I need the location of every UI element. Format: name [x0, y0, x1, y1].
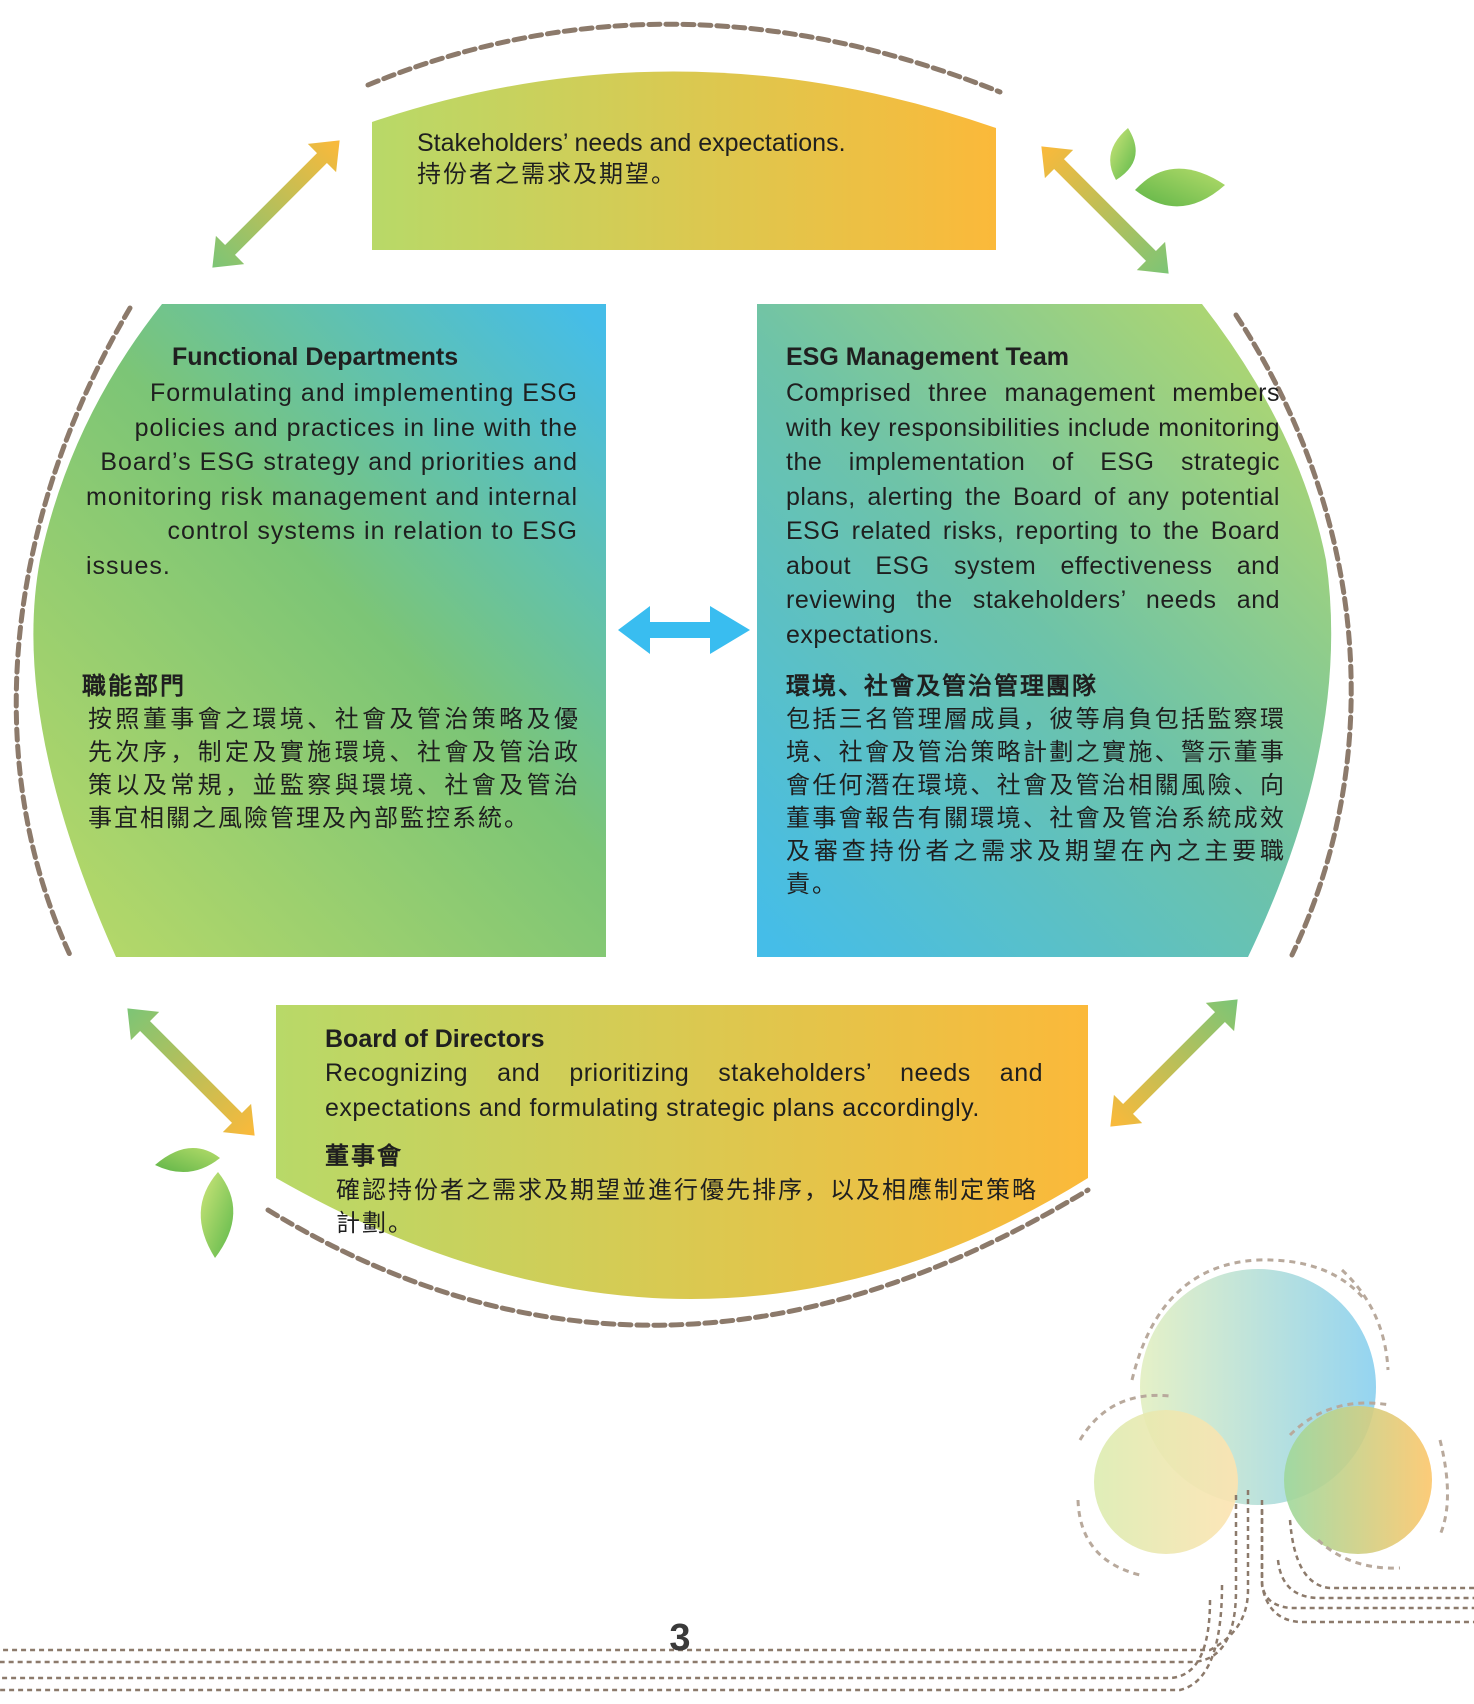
- outer-arc-top: [365, 21, 1003, 95]
- left-quadrant-box: [33, 304, 607, 957]
- top-box-chinese-text: 持份者之需求及期望。: [417, 160, 677, 188]
- board-of-directors-title-chinese: 董事會: [325, 1142, 403, 1170]
- outer-arc-left: [13, 305, 133, 958]
- esg-management-team-title-chinese: 環境、社會及管治管理團隊: [786, 672, 1098, 700]
- board-of-directors-description-chinese: 確認持份者之需求及期望並進行優先排序，以及相應制定策略計劃。: [336, 1176, 1038, 1237]
- page-number: 3: [669, 1617, 691, 1659]
- functional-departments-title-chinese: 職能部門: [82, 672, 186, 700]
- top-box-english-text: Stakeholders’ needs and expectations.: [417, 129, 846, 157]
- right-quadrant-box: [757, 304, 1332, 957]
- decorative-circles: [0, 1258, 1474, 1692]
- arrow-bottom-left: [127, 1008, 255, 1136]
- functional-departments-description-chinese: 按照董事會之環境、社會及管治策略及優先次序，制定及實施環境、社會及管治政策以及常…: [88, 705, 580, 832]
- leaf-icon-bottom-left: [155, 1148, 234, 1258]
- arrow-top-right: [1041, 146, 1169, 274]
- functional-departments-title: Functional Departments: [172, 343, 459, 371]
- board-of-directors-title: Board of Directors: [325, 1025, 545, 1053]
- esg-management-team-description: Comprised three management members with …: [786, 379, 1280, 649]
- arrow-top-left: [212, 140, 340, 268]
- esg-management-team-title: ESG Management Team: [786, 343, 1069, 371]
- bottom-box: [276, 1005, 1088, 1299]
- top-box: [372, 71, 996, 250]
- center-double-arrow: [618, 606, 750, 654]
- board-of-directors-description: Recognizing and prioritizing stakeholder…: [325, 1059, 1043, 1122]
- arrow-bottom-right: [1110, 999, 1238, 1127]
- esg-management-team-description-chinese: 包括三名管理層成員，彼等肩負包括監察環境、社會及管治策略計劃之實施、警示董事會任…: [786, 705, 1286, 898]
- outer-arc-bottom: [265, 1187, 1091, 1328]
- functional-departments-description: Formulating and implementing ESG policie…: [86, 379, 579, 580]
- leaf-icon-top-right: [1110, 128, 1225, 207]
- outer-arc-right: [1233, 312, 1354, 958]
